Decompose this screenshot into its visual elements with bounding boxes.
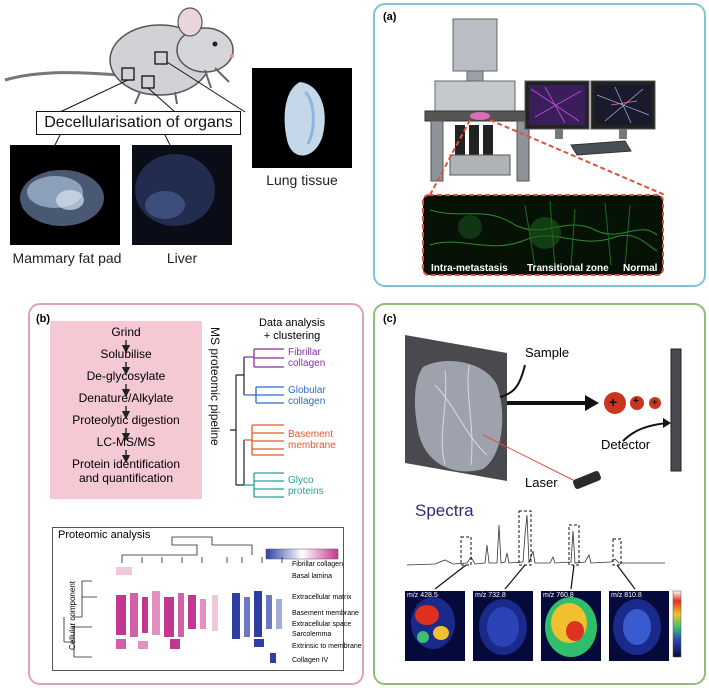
fat-pad-label: Mammary fat pad [12,250,122,266]
mouse-tail [4,71,121,82]
detector-pointer [622,422,668,442]
detector-bar [670,348,682,472]
keyboard [570,140,632,156]
pipeline-step-identification: Protein identification [71,457,181,471]
cluster-globular-1: Globular [288,385,326,396]
liver-label: Liver [166,250,198,266]
pipeline-step-solubilise: Solubilise [100,347,152,361]
zone-normal: Normal [623,263,658,274]
panel-c-label: (c) [383,313,397,325]
panel-c: (c) [373,303,706,685]
mz-label-2: m/z 732.8 [475,592,506,599]
ion-small [649,397,661,409]
panel-a-label: (a) [383,11,397,23]
proteomic-box [52,527,344,671]
pipeline-step-deglycosylate: De-glycosylate [86,369,166,383]
component-label-0: Fibrillar collagen [292,561,343,568]
decell-title-box: Decellularisation of organs [36,111,241,135]
cluster-fibrillar-1: Fibrillar [288,347,321,358]
pipeline-arrows [121,340,131,464]
heatmap-cells [116,567,282,663]
sample-pointer [499,364,526,398]
connector [54,134,61,146]
ion-plus-small: + [652,397,658,407]
component-label-4: Extracellular space [292,621,352,628]
data-analysis-title-2: + clustering [263,330,321,342]
mz-label-4: m/z 810.8 [611,592,642,599]
pipeline-title: MS proteomic pipeline [208,327,222,446]
colorbar [265,548,339,560]
pipeline-step-denature: Denature/Alkylate [78,391,174,405]
ion-large [604,392,626,414]
detector-label: Detector [601,437,651,452]
connector [59,79,129,113]
panel-b-label: (b) [36,313,51,325]
pipeline-step-quantification: and quantification [78,471,174,485]
peak-box-1 [460,536,472,566]
ion-plus-large: + [609,394,618,410]
mouse-legs [134,67,230,105]
component-label-3: Basement membrane [292,610,359,617]
mz-label-3: m/z 760.8 [543,592,574,599]
ion-plus-medium: + [633,396,639,407]
microscope-body [434,80,516,112]
tissue-section [414,361,503,472]
component-label-1: Basal lamina [292,573,333,580]
zone-intra-metastasis: Intra-metastasis [431,263,508,274]
mouse-eye [212,41,218,47]
spectra-title: Spectra [415,501,474,520]
cluster-glyco-1: Glyco [288,475,314,486]
peak-arrow [434,564,467,590]
sample-label: Sample [525,345,570,360]
decellularisation-section: Decellularisation of organs Mammary fat … [0,0,370,290]
mouse-nose [230,54,234,58]
intensity-scale [672,590,682,658]
connector [147,87,176,113]
component-label-5: Sarcolemma [292,631,332,638]
panel-b: (b) Grind Solubilise De-glycosylate Dena… [28,303,364,685]
panel-a: (a) Intra-metastasis Tran [373,3,706,287]
cluster-basement-1: Basement [288,429,334,440]
component-label-7: Collagen IV [292,657,329,664]
pipeline-step-grind: Grind [111,325,141,339]
proteomic-title: Proteomic analysis [58,529,151,541]
decell-title: Decellularisation of organs [44,114,233,131]
zoom-line [429,119,471,196]
mouse-illustration [4,7,352,245]
microscope-setup [422,18,666,276]
microscope-head [452,18,498,72]
spectrum-line [406,514,665,566]
pipeline-step-digestion: Proteolytic digestion [72,413,180,427]
stand-leg [430,120,444,182]
laser-device [573,471,601,489]
maldi-setup [405,335,682,661]
pipeline-step-lcms: LC-MS/MS [96,435,156,449]
cluster-basement-2: membrane [288,440,336,451]
proteomic-heatmap [63,536,339,663]
connector [166,61,246,113]
mouse-ear [177,7,203,37]
ion-medium [630,396,644,410]
sample-spot [470,112,490,120]
data-analysis-title-1: Data analysis [258,317,326,329]
mz-label-1: m/z 428.5 [407,592,438,599]
component-label-2: Extracellular matrix [292,594,352,601]
cluster-dendrogram [230,348,284,498]
component-label-6: Extrinsic to membrane [292,643,362,650]
cluster-fibrillar-2: collagen [288,358,326,369]
lung-label: Lung tissue [266,172,338,188]
connector [164,134,171,146]
zone-transitional: Transitional zone [527,263,609,274]
laser-beam [482,434,576,482]
cluster-glyco-2: proteins [288,486,324,497]
organ-box-lung [154,51,168,65]
objective [455,125,465,155]
cluster-globular-2: collagen [288,396,326,407]
laser-label: Laser [525,475,558,490]
